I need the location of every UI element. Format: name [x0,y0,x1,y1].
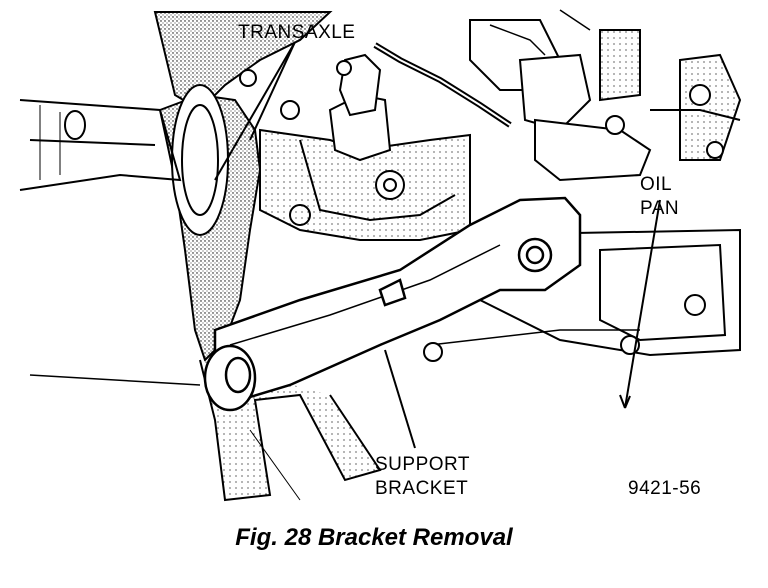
transaxle-housing [19,11,333,362]
transaxle-label: TRANSAXLE [238,22,355,43]
engine-block [239,9,742,241]
support-bracket-label-line1: SUPPORT [375,454,470,475]
oil-pan-label-line1: OIL [640,174,672,195]
figure-number: 9421-56 [628,478,701,499]
support-bracket [203,196,582,412]
figure-caption: Fig. 28 Bracket Removal [235,524,513,551]
leader-lines [214,41,661,449]
support-bracket-label-line2: BRACKET [375,478,468,499]
oil-pan-label-line2: PAN [640,198,679,219]
